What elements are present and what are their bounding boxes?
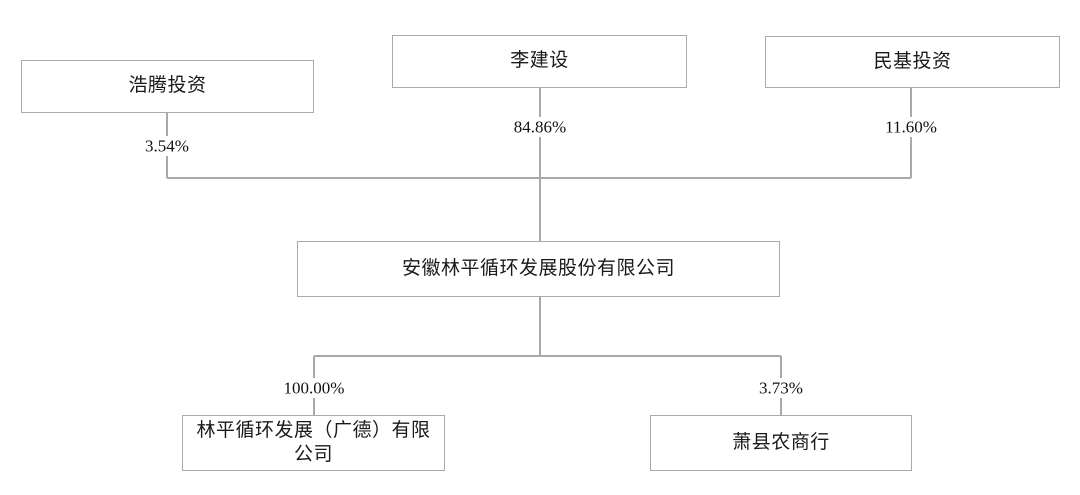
edge-label-haoteng-percent: 3.54% — [142, 137, 192, 155]
edge-label-xiaoxian-percent: 3.73% — [756, 379, 806, 397]
node-minji-investment: 民基投资 — [765, 36, 1060, 88]
node-label: 林平循环发展（广德）有限公司 — [196, 419, 431, 465]
node-label: 安徽林平循环发展股份有限公司 — [401, 257, 675, 279]
edge-label-guangde-percent: 100.00% — [280, 379, 348, 397]
edge-label-lijianshe-percent: 84.86% — [510, 118, 570, 136]
node-linping-guangde: 林平循环发展（广德）有限公司 — [182, 415, 445, 471]
node-li-jianshe: 李建设 — [392, 35, 687, 88]
edge-label-minji-percent: 11.60% — [882, 118, 940, 136]
node-anhui-linping-circular-development: 安徽林平循环发展股份有限公司 — [297, 241, 780, 297]
node-haoteng-investment: 浩腾投资 — [21, 60, 314, 113]
node-label: 民基投资 — [873, 50, 952, 72]
node-label: 李建设 — [510, 50, 569, 72]
node-label: 萧县农商行 — [732, 431, 830, 453]
node-label: 浩腾投资 — [128, 75, 207, 97]
node-xiaoxian-rural-commercial-bank: 萧县农商行 — [650, 415, 912, 471]
